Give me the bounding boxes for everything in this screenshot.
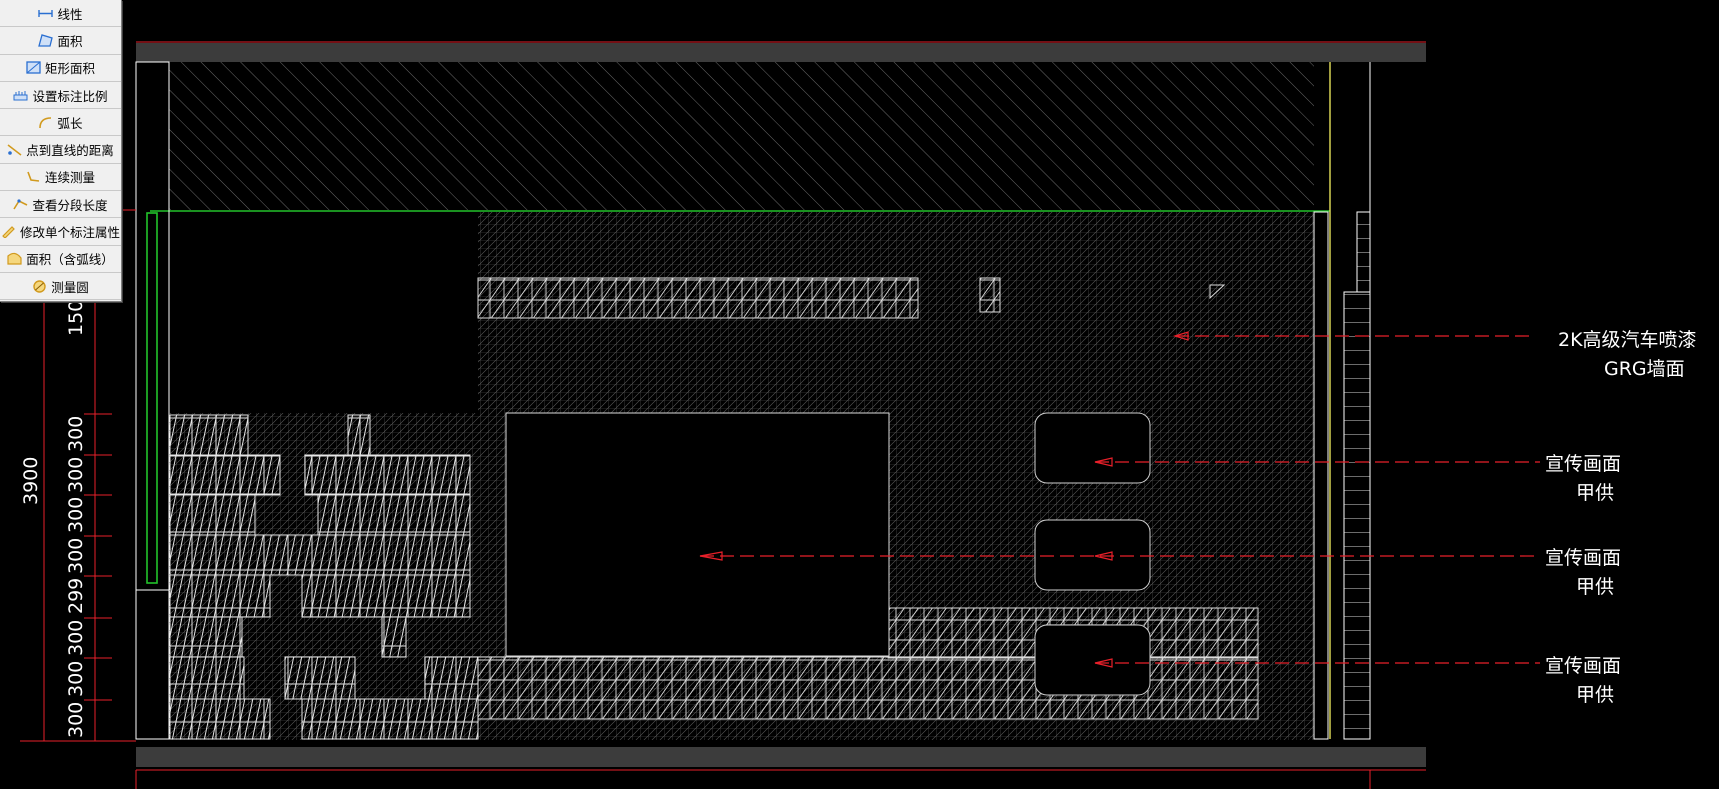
tool-label: 面积 [57, 33, 83, 49]
arc-length-icon [39, 117, 52, 128]
tool-label: 点到直线的距离 [26, 143, 114, 159]
tool-area[interactable]: 面积 [0, 27, 121, 55]
callout-arrowheads [699, 331, 1189, 668]
measure-toolbar: 线性 面积 矩形面积 设置标注比例 弧长 点到直线的距离 连续测量 查看分段长度… [0, 0, 122, 302]
top-slab [136, 43, 1426, 62]
left-wall-outline [135, 61, 170, 740]
area-icon [38, 34, 54, 47]
callout-1-line1: 2K高级汽车喷漆 [1558, 329, 1697, 351]
tool-label: 修改单个标注属性 [19, 225, 120, 241]
dimension-segment-7: 300 [65, 661, 87, 697]
tool-segment-length[interactable]: 查看分段长度 [0, 191, 121, 219]
right-ladder-inner [1356, 211, 1371, 293]
triangle-block-row-4 [169, 534, 471, 576]
tool-label: 设置标注比例 [32, 88, 108, 104]
dimension-segment-8: 300 [65, 702, 87, 738]
linear-dimension-icon [38, 9, 54, 17]
triangle-block-row-5 [169, 574, 271, 618]
tool-label: 查看分段长度 [32, 197, 108, 213]
triangle-block-row-3b [317, 494, 471, 536]
point-line-distance-icon [7, 144, 22, 156]
triangle-block-row-1b [347, 414, 371, 456]
callout-2-line1: 宣传画面 [1545, 453, 1621, 475]
triangle-block-row-7 [169, 656, 245, 700]
dimension-top-segment: 150 [65, 300, 87, 336]
triangle-block-row-7b [284, 656, 356, 700]
tool-rect-area[interactable]: 矩形面积 [0, 55, 121, 82]
right-wall-outline [1313, 211, 1329, 740]
callout-4-line2: 甲供 [1576, 684, 1614, 706]
triangle-block-row-2 [169, 454, 281, 496]
small-mesh-mark [979, 277, 1001, 313]
triangle-block-row-6 [169, 616, 243, 658]
callout-3-line2: 甲供 [1576, 576, 1614, 598]
arc-area-icon [7, 253, 22, 265]
edit-annotation-icon [2, 226, 15, 239]
small-triangle-mark [1209, 284, 1226, 300]
triangle-block-row-6b [381, 616, 407, 658]
triangle-block-row-1 [169, 414, 249, 456]
dimension-segment-2: 300 [65, 457, 87, 493]
tool-measure-circle[interactable]: 测量圆 [0, 273, 121, 301]
callout-leaders [700, 335, 1540, 664]
tool-continuous-measure[interactable]: 连续测量 [0, 164, 121, 192]
tool-annotation-scale[interactable]: 设置标注比例 [0, 82, 121, 110]
tool-label: 弧长 [57, 115, 83, 131]
tool-arc-area[interactable]: 面积（含弧线） [0, 246, 121, 273]
continuous-measure-icon [27, 172, 40, 183]
callout-2-line2: 甲供 [1576, 482, 1614, 504]
tool-arc-length[interactable]: 弧长 [0, 109, 121, 137]
tool-label: 线性 [57, 6, 83, 22]
dimension-segment-6: 300 [65, 620, 87, 656]
measure-circle-icon [33, 279, 46, 293]
dimension-segment-5: 299 [65, 578, 87, 614]
triangle-block-row-5b [301, 574, 471, 618]
screen-opening-3 [1034, 624, 1151, 696]
screen-opening-1 [1034, 412, 1151, 484]
tool-label: 面积（含弧线） [26, 252, 114, 268]
tool-label: 矩形面积 [44, 61, 95, 77]
dimension-segment-3: 300 [65, 497, 87, 533]
dimension-total: 3900 [20, 457, 42, 505]
segment-length-icon [13, 199, 28, 210]
tool-linear[interactable]: 线性 [0, 0, 121, 28]
rect-area-icon [26, 61, 41, 74]
dimension-segment-1: 300 [65, 416, 87, 452]
tool-edit-annotation[interactable]: 修改单个标注属性 [0, 218, 121, 246]
dimension-segment-4: 300 [65, 538, 87, 574]
annotation-scale-icon [13, 90, 28, 101]
bottom-slab [136, 747, 1426, 767]
triangle-block-row-7c [424, 656, 479, 700]
screen-opening-2 [1034, 519, 1151, 591]
tool-label: 连续测量 [44, 170, 95, 186]
triangle-block-row-8b [301, 698, 479, 740]
tool-label: 测量圆 [51, 279, 89, 295]
triangle-block-row-8 [169, 698, 271, 740]
main-screen-opening [505, 412, 890, 657]
upper-mesh-band [477, 277, 919, 319]
callout-1-line2: GRG墙面 [1604, 358, 1685, 380]
tool-point-line-distance[interactable]: 点到直线的距离 [0, 136, 121, 164]
callout-4-line1: 宣传画面 [1545, 655, 1621, 677]
left-green-strip [146, 212, 158, 584]
triangle-block-row-2b [304, 454, 471, 496]
right-ladder-outer [1343, 291, 1371, 740]
ceiling-hatch [169, 62, 1314, 210]
triangle-block-row-3 [169, 494, 256, 536]
callout-3-line1: 宣传画面 [1545, 547, 1621, 569]
